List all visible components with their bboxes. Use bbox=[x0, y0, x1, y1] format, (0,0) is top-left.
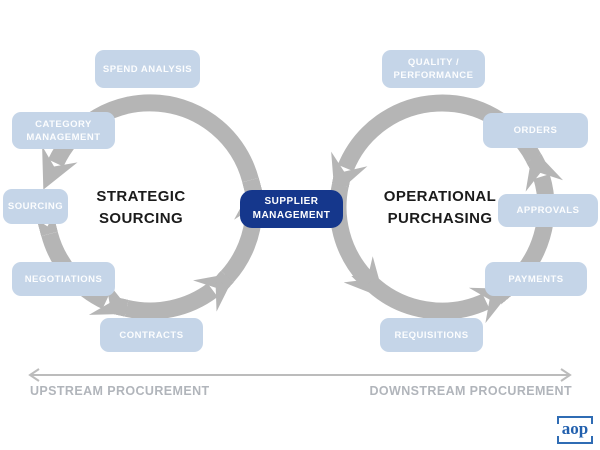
step-orders: ORDERS bbox=[483, 113, 588, 148]
left-cycle-title: STRATEGIC SOURCING bbox=[96, 188, 186, 227]
upstream-procurement-label: UPSTREAM PROCUREMENT bbox=[30, 384, 210, 398]
step-category-management: CATEGORY MANAGEMENT bbox=[12, 112, 115, 149]
step-negotiations: NEGOTIATIONS bbox=[12, 262, 115, 296]
procurement-axis-arrow bbox=[28, 368, 572, 382]
step-spend-analysis: SPEND ANALYSIS bbox=[95, 50, 200, 88]
axis-right-arrowhead-icon bbox=[560, 368, 572, 382]
axis-left-arrowhead-icon bbox=[28, 368, 40, 382]
logo-text: aop bbox=[561, 419, 589, 438]
right-cycle-arrow-bottom bbox=[351, 263, 513, 324]
logo-bottom-bracket-icon bbox=[557, 436, 593, 444]
step-payments: PAYMENTS bbox=[485, 262, 587, 296]
step-sourcing: SOURCING bbox=[3, 189, 68, 224]
downstream-procurement-label: DOWNSTREAM PROCUREMENT bbox=[369, 384, 572, 398]
left-cycle-arrow-bottom bbox=[107, 272, 237, 320]
supplier-management-badge: SUPPLIER MANAGEMENT bbox=[240, 190, 343, 228]
aop-logo: aop bbox=[557, 414, 593, 444]
right-cycle-title: OPERATIONAL PURCHASING bbox=[383, 188, 497, 227]
logo-top-bracket-icon bbox=[557, 416, 593, 424]
step-contracts: CONTRACTS bbox=[100, 318, 203, 352]
step-requisitions: REQUISITIONS bbox=[380, 318, 483, 352]
step-quality-performance: QUALITY / PERFORMANCE bbox=[382, 50, 485, 88]
